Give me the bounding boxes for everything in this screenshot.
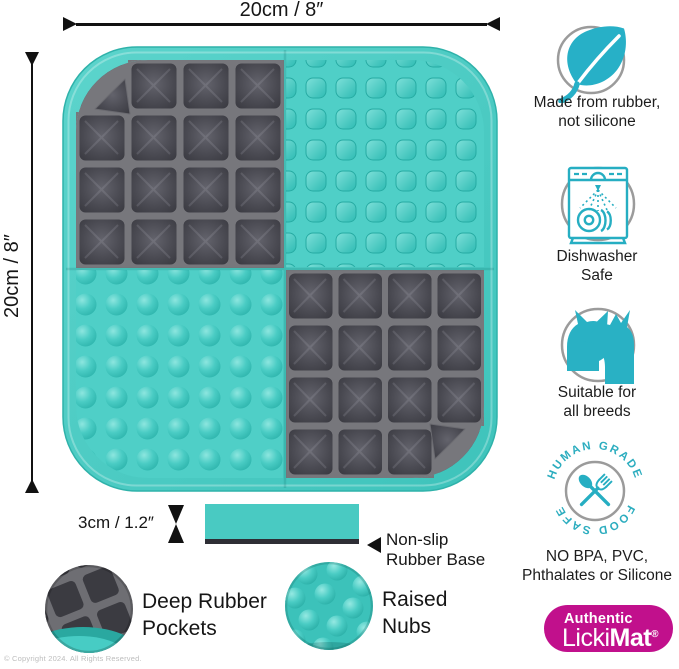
dishwasher-icon (560, 166, 636, 245)
deep-pockets-closeup-image (45, 565, 133, 653)
feature-dishwasher-caption: Dishwasher Safe (556, 248, 638, 284)
spoon-fork-icon (578, 473, 613, 507)
dimension-arrowhead-bottom-icon (24, 479, 39, 493)
height-dimension-line (30, 64, 33, 481)
mat-quadrant-square-nubs-top-right (286, 60, 484, 267)
dog-silhouette (582, 310, 634, 384)
food-safe-badge: HUMAN GRADE FOOD SAFE (546, 440, 642, 536)
width-dimension-label: 20cm / 8″ (239, 0, 324, 21)
mat-quadrant-waffle-pockets-top-left (76, 60, 284, 268)
dimension-arrowhead-right-icon (486, 17, 500, 31)
height-dimension-label: 20cm / 8″ (1, 234, 23, 318)
logo-authentic-text: Authentic (564, 611, 633, 627)
raised-nubs-closeup-image (285, 562, 373, 650)
dimension-arrowhead-top-icon (24, 52, 39, 66)
feature-breeds-caption: Suitable for all breeds (557, 384, 637, 420)
thickness-arrowhead-bottom-icon (168, 524, 184, 543)
lickimat-product-image (62, 46, 498, 492)
dimension-arrowhead-left-icon (63, 17, 77, 31)
non-slip-base-label: Non-slip Rubber Base (386, 530, 486, 570)
deep-pockets-label: Deep Rubber Pockets (142, 590, 267, 641)
copyright-text: © Copyright 2024. All Rights Reserved. (4, 654, 142, 663)
lickimat-logo: Authentic LickiMat® (544, 605, 673, 652)
registered-mark: ® (651, 629, 658, 640)
logo-brand-text: LickiMat® (562, 624, 658, 652)
cat-dog-icon (560, 307, 636, 384)
mat-side-view (205, 504, 359, 544)
mat-rim-highlight (67, 51, 493, 487)
raised-nubs-label: Raised Nubs (382, 588, 448, 639)
mat-quadrant-waffle-pockets-bottom-right (286, 270, 484, 478)
callout-arrow-left-icon (367, 537, 381, 553)
leaf-icon (556, 25, 626, 103)
thickness-arrowhead-top-icon (168, 505, 184, 524)
feature-no-bpa-caption: NO BPA, PVC, Phthalates or Silicone (522, 548, 672, 584)
thickness-dimension-label: 3cm / 1.2″ (78, 513, 154, 532)
quadrant-seams (66, 50, 494, 488)
mat-quadrant-dome-nubs-bottom-left (76, 270, 283, 478)
width-dimension-line (76, 23, 487, 26)
feature-rubber-caption: Made from rubber, not silicone (533, 94, 661, 130)
